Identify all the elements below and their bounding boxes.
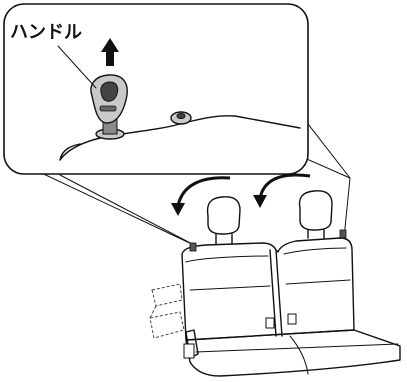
handle-label: ハンドル bbox=[10, 22, 82, 43]
folded-seat-outline bbox=[150, 284, 184, 338]
left-headrest bbox=[208, 197, 240, 244]
handle-detail-inset: ハンドル bbox=[4, 4, 308, 174]
rear-seat bbox=[182, 191, 400, 376]
right-headrest bbox=[300, 191, 332, 238]
